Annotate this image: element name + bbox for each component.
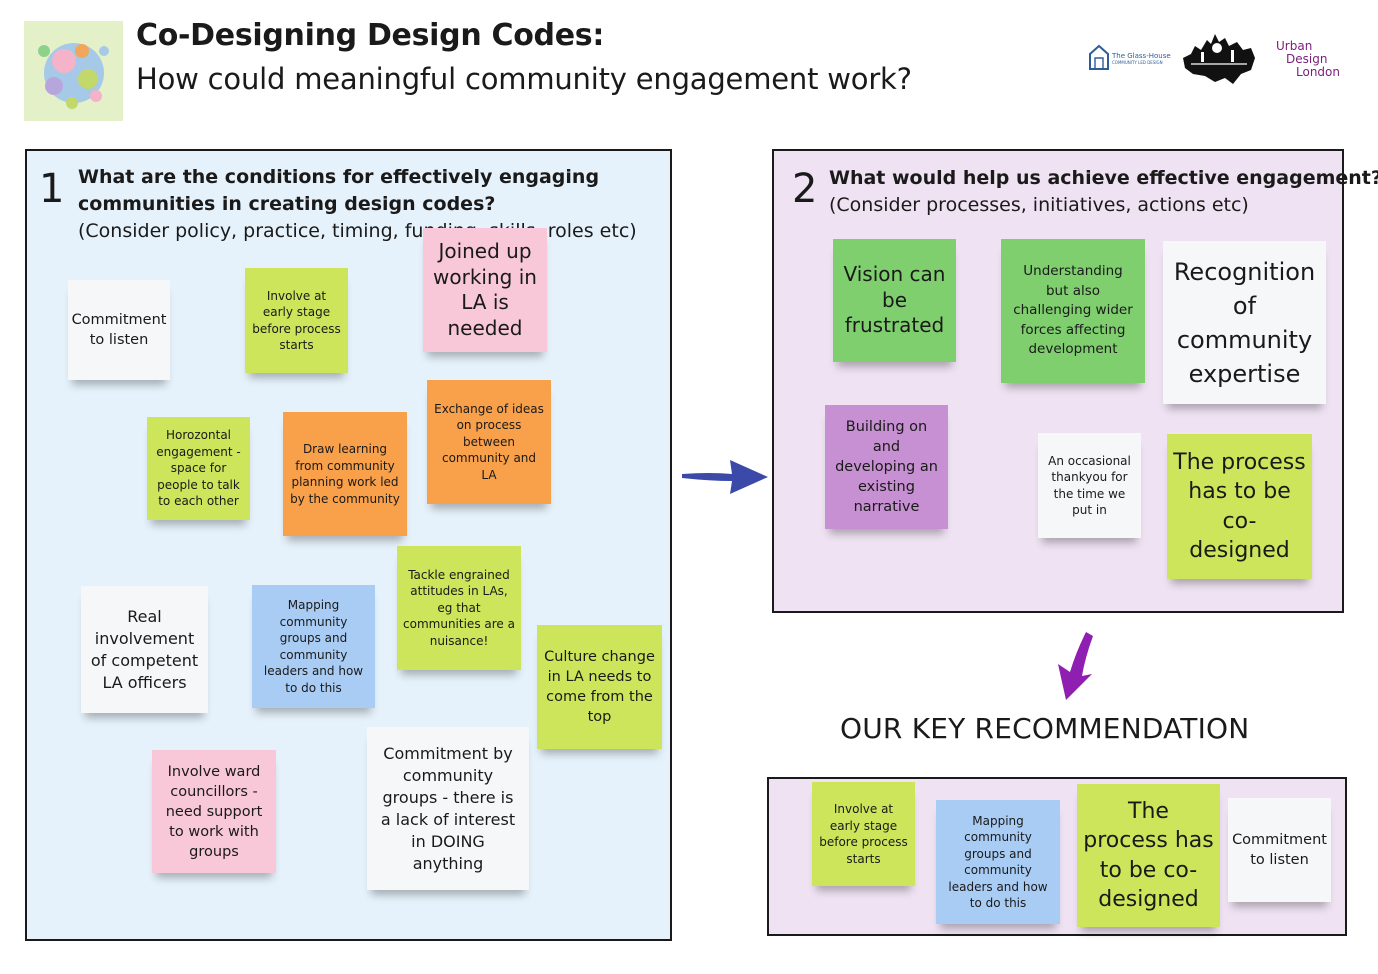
sticky-note-text: Commitment by community groups - there i…	[380, 743, 516, 873]
sticky-note-text: Horozontal engagement - space for people…	[156, 428, 241, 509]
sticky-note[interactable]: Tackle engrained attitudes in LAs, eg th…	[397, 546, 521, 670]
glass-house-logo-text: The Glass-House	[1112, 52, 1171, 60]
sticky-note-text: Mapping community groups and community l…	[948, 813, 1048, 911]
sticky-note[interactable]: Mapping community groups and community l…	[936, 800, 1060, 924]
sticky-note-text: The process has to be co-designed	[1083, 798, 1214, 913]
sticky-note[interactable]: The process has to be co-designed	[1077, 784, 1220, 927]
sticky-note[interactable]: Building on and developing an existing n…	[825, 405, 948, 529]
sticky-note[interactable]: Vision can be frustrated	[833, 239, 956, 362]
sticky-note-text: Understanding but also challenging wider…	[1013, 263, 1133, 358]
udl-line-2: Design	[1286, 52, 1328, 66]
sticky-note[interactable]: Commitment to listen	[1228, 798, 1331, 902]
panel-prompt: (Consider policy, practice, timing, fund…	[78, 220, 637, 242]
sticky-note-text: Building on and developing an existing n…	[835, 419, 938, 515]
sticky-note[interactable]: An occasional thankyou for the time we p…	[1038, 433, 1141, 538]
sticky-note[interactable]: Draw learning from community planning wo…	[283, 412, 407, 536]
sticky-note-text: Tackle engrained attitudes in LAs, eg th…	[403, 567, 515, 648]
panel-question-line-1: What are the conditions for effectively …	[78, 166, 600, 188]
sticky-note-text: Joined up working in LA is needed	[433, 239, 537, 340]
sticky-note[interactable]: Involve at early stage before process st…	[812, 782, 915, 886]
sticky-note[interactable]: Involve ward councillors - need support …	[152, 750, 276, 873]
key-recommendation-heading: OUR KEY RECOMMENDATION	[840, 712, 1250, 745]
panel-prompt: (Consider processes, initiatives, action…	[829, 194, 1249, 216]
udl-line-1: Urban	[1276, 39, 1313, 53]
panel-question: What would help us achieve effective eng…	[829, 167, 1378, 189]
sticky-note[interactable]: Joined up working in LA is needed	[423, 228, 547, 352]
sticky-note[interactable]: Real involvement of competent LA officer…	[81, 586, 208, 713]
sticky-note[interactable]: Exchange of ideas on process between com…	[427, 380, 551, 504]
urban-design-london-logo: Urban Design London	[1276, 40, 1346, 79]
glass-house-logo-subtext: COMMUNITY LED DESIGN	[1112, 60, 1163, 65]
arrow-right-icon	[682, 460, 768, 494]
sticky-note[interactable]: Horozontal engagement - space for people…	[147, 417, 250, 520]
sticky-note-text: Real involvement of competent LA officer…	[90, 606, 199, 692]
sticky-note[interactable]: Understanding but also challenging wider…	[1001, 239, 1145, 383]
sticky-note[interactable]: Culture change in LA needs to come from …	[537, 625, 662, 749]
board-thumbnail-map	[24, 21, 123, 121]
sticky-note-text: Involve at early stage before process st…	[252, 288, 341, 353]
sticky-note-text: Involve ward councillors - need support …	[165, 763, 263, 860]
glass-house-logo: The Glass-House COMMUNITY LED DESIGN	[1088, 42, 1172, 72]
sticky-note[interactable]: Commitment to listen	[68, 280, 170, 380]
sticky-note[interactable]: Recognition of community expertise	[1163, 241, 1326, 404]
page-subtitle: How could meaningful community engagemen…	[136, 62, 912, 96]
sticky-note-text: An occasional thankyou for the time we p…	[1048, 453, 1131, 518]
sticky-note[interactable]: Mapping community groups and community l…	[252, 585, 375, 708]
page-title: Co-Designing Design Codes:	[136, 18, 605, 53]
sticky-note-text: Culture change in LA needs to come from …	[544, 649, 655, 725]
sticky-note-text: Commitment to listen	[71, 312, 167, 348]
panel-number: 1	[39, 166, 65, 212]
sticky-note-text: Recognition of community expertise	[1173, 257, 1316, 388]
panel-number: 2	[792, 166, 818, 212]
panel-conditions: 1 What are the conditions for effectivel…	[25, 149, 672, 941]
sticky-note-text: Involve at early stage before process st…	[819, 802, 908, 866]
sticky-note-text: Vision can be frustrated	[843, 262, 946, 338]
sticky-note[interactable]: Involve at early stage before process st…	[245, 268, 348, 373]
sticky-note-text: Exchange of ideas on process between com…	[434, 401, 544, 482]
sticky-note[interactable]: The process has to be co-designed	[1167, 434, 1312, 579]
sticky-note-text: The process has to be co-designed	[1173, 449, 1306, 564]
panel-question: What are the conditions for effectively …	[78, 164, 599, 218]
sticky-note-text: Mapping community groups and community l…	[263, 598, 364, 695]
arrow-down-icon	[1058, 632, 1093, 700]
sticky-note[interactable]: Commitment by community groups - there i…	[367, 727, 529, 890]
sticky-note-text: Draw learning from community planning wo…	[290, 442, 400, 506]
sticky-note-text: Commitment to listen	[1232, 832, 1327, 868]
london-skyline-logo	[1181, 28, 1257, 86]
panel-question-line-2: communities in creating design codes?	[78, 193, 496, 215]
udl-line-3: London	[1296, 65, 1340, 79]
